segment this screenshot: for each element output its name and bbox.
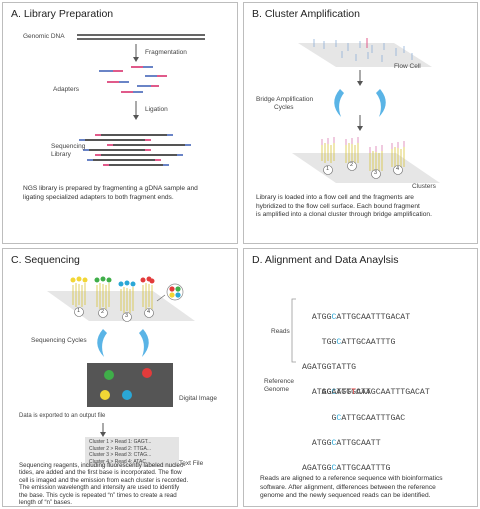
seq-cluster-number-2: 2 bbox=[101, 309, 105, 315]
genomic-dna-strands bbox=[77, 34, 205, 40]
bridge-cycle-arrows bbox=[334, 89, 386, 117]
cluster-flow-cell bbox=[292, 153, 440, 183]
panel-sequencing: C. Sequencing bbox=[2, 248, 238, 507]
sequencing-cycle-arrows bbox=[97, 329, 149, 357]
digital-image-label: Digital Image bbox=[179, 395, 217, 402]
seq-cluster-number-1: 1 bbox=[77, 308, 81, 314]
arrow-down-1 bbox=[357, 70, 363, 86]
sequencing-cycles-label: Sequencing Cycles bbox=[31, 337, 87, 344]
reference-sequence: AGATGGTATTGCAATTTGACAT bbox=[321, 388, 430, 398]
cluster-number-1: 1 bbox=[326, 166, 330, 172]
read-line-1: ATGGCATTGCAATTTGACAT bbox=[302, 312, 411, 322]
panel-title: A. Library Preparation bbox=[11, 8, 114, 20]
sequencing-diagram bbox=[47, 276, 195, 437]
seq-cluster-number-4: 4 bbox=[147, 309, 151, 315]
panel-title: D. Alignment and Data Anaylsis bbox=[252, 254, 399, 266]
nucleotide-icons bbox=[156, 283, 184, 302]
fragmentation-label: Fragmentation bbox=[145, 49, 187, 56]
read-line-7: AGATGGCATTGCAATTTG bbox=[302, 464, 391, 474]
genomic-dna-label: Genomic DNA bbox=[23, 33, 65, 40]
cluster-bundles bbox=[321, 137, 405, 179]
arrow-ligation bbox=[133, 101, 139, 120]
read-line-3: AGATGGTATTG bbox=[302, 363, 357, 373]
read-line-2: TGGCATTGCAATTTG bbox=[302, 338, 396, 348]
clusters-label: Clusters bbox=[412, 183, 436, 190]
read-line-6: ATGGCATTGCAATT bbox=[302, 438, 381, 448]
sequencing-clusters bbox=[70, 276, 155, 322]
flow-cell-top bbox=[298, 38, 432, 67]
sequencing-description: Sequencing reagents, including fluoresce… bbox=[19, 462, 189, 507]
aligned-reads: ATGGCATTGCAATTTGACAT TGGCATTGCAATTTG AGA… bbox=[302, 297, 410, 490]
reads-label: Reads bbox=[271, 328, 290, 335]
bridge-cycles-label-line1: Bridge Amplification bbox=[256, 96, 314, 103]
reference-genome-label-line1: Reference bbox=[264, 378, 294, 385]
panel-alignment: D. Alignment and Data Anaylsis Reads ATG… bbox=[243, 248, 478, 507]
arrow-down-2 bbox=[357, 115, 363, 131]
cluster-amplification-description: Library is loaded into a flow cell and t… bbox=[256, 194, 432, 219]
cluster-number-2: 2 bbox=[350, 162, 354, 168]
flow-cell-label: Flow Cell bbox=[394, 63, 421, 70]
read-line-5: GCATTGCAATTTGAC bbox=[302, 413, 406, 423]
adapter-fragments bbox=[99, 66, 167, 93]
reference-genome-label-line2: Genome bbox=[264, 386, 289, 393]
panel-title: C. Sequencing bbox=[11, 254, 80, 266]
alignment-description: Reads are aligned to a reference sequenc… bbox=[260, 475, 443, 500]
panel-cluster-amplification: B. Cluster Amplification bbox=[243, 2, 478, 244]
panel-library-preparation: A. Library Preparation bbox=[2, 2, 238, 244]
cluster-amplification-diagram bbox=[292, 38, 440, 183]
bridge-cycles-label-line2: Cycles bbox=[274, 104, 294, 111]
panel-title: B. Cluster Amplification bbox=[252, 8, 360, 20]
ligation-label: Ligation bbox=[145, 106, 168, 113]
sequencing-library-label-line2: Library bbox=[51, 151, 71, 158]
read-line-4: ATGGCATTGCAA bbox=[302, 388, 371, 398]
sequencing-library-label-line1: Sequencing bbox=[51, 143, 86, 150]
arrow-fragmentation bbox=[133, 44, 139, 62]
seq-cluster-number-3: 3 bbox=[125, 313, 129, 319]
output-text-file: Cluster 1 > Read 1: GAGT... Cluster 2 > … bbox=[85, 437, 179, 468]
arrow-export bbox=[100, 423, 106, 437]
cluster-number-3: 3 bbox=[374, 170, 378, 176]
library-prep-description: NGS library is prepared by fragmenting a… bbox=[23, 185, 198, 201]
reads-bracket bbox=[291, 298, 296, 363]
cluster-number-4: 4 bbox=[396, 166, 400, 172]
adapters-label: Adapters bbox=[53, 86, 80, 93]
export-label: Data is exported to an output file bbox=[19, 413, 106, 419]
library-prep-diagram bbox=[77, 34, 205, 166]
digital-image-box bbox=[87, 363, 173, 407]
sequencing-library-fragments bbox=[79, 134, 191, 166]
text-file-label: Text File bbox=[179, 460, 204, 467]
